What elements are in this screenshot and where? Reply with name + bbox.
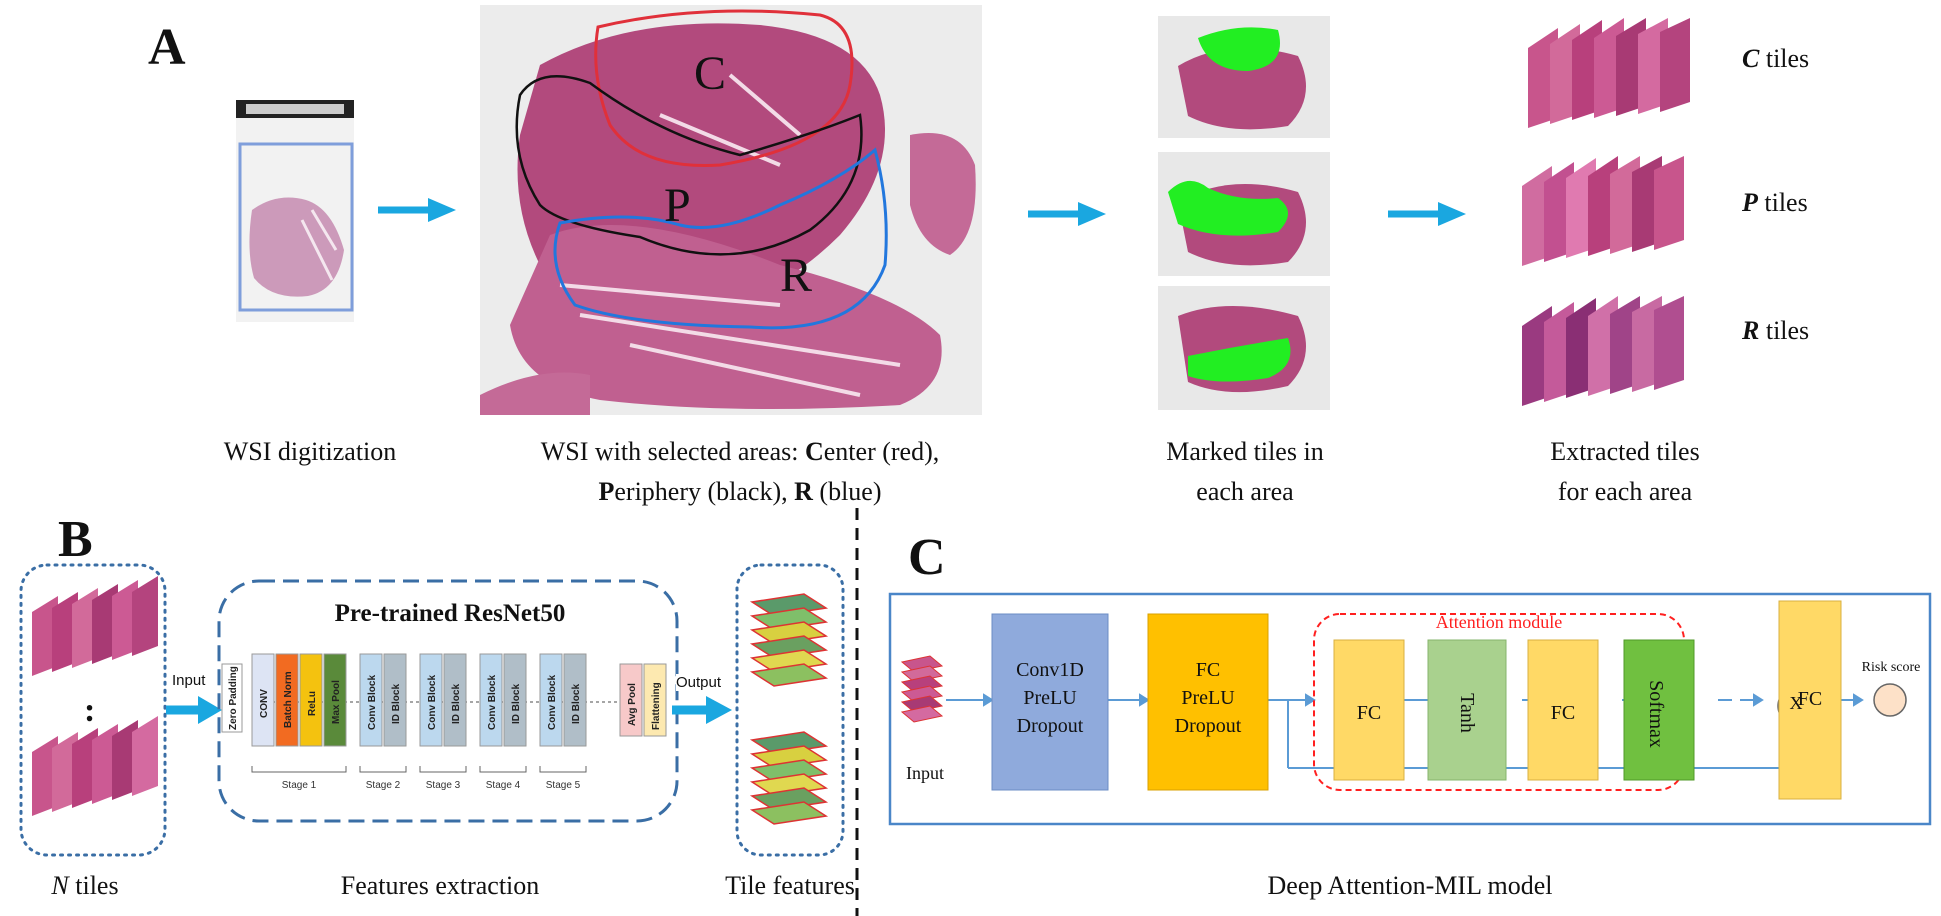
tile-stack-c bbox=[1528, 18, 1690, 128]
block-conv: CONV bbox=[259, 689, 270, 718]
attention-module-title: Attention module bbox=[1435, 612, 1563, 632]
tile-features-box bbox=[735, 563, 845, 857]
block-flattening: Flattening bbox=[651, 682, 662, 730]
stage-4-label: Stage 4 bbox=[486, 780, 521, 791]
risk-score-label: Risk score bbox=[1861, 660, 1921, 675]
att-softmax-label: Softmax bbox=[1645, 680, 1667, 748]
flow-arrow-2 bbox=[1028, 202, 1106, 226]
resnet-output-label: Output bbox=[676, 674, 722, 691]
caption-wsi-selected: WSI with selected areas: Center (red), P… bbox=[540, 437, 940, 506]
caption-deep-attention-mil: Deep Attention-MIL model bbox=[1267, 871, 1553, 900]
caption-n-tiles: N tiles bbox=[51, 871, 119, 900]
region-label-p: P bbox=[664, 179, 691, 232]
wsi-annotated-image bbox=[480, 5, 982, 415]
resnet-input-label: Input bbox=[172, 672, 206, 689]
region-label-c: C bbox=[694, 47, 727, 100]
tile-label-c: C tiles bbox=[1742, 44, 1810, 73]
block-avg-pool: Avg Pool bbox=[627, 683, 638, 726]
marked-tiles-periphery bbox=[1158, 152, 1330, 276]
caption-tile-features: Tile features bbox=[725, 871, 855, 900]
flow-arrow-3 bbox=[1388, 202, 1466, 226]
slide-image bbox=[236, 100, 354, 322]
block-conv-4: Conv Block bbox=[487, 675, 498, 730]
caption-wsi-digitization: WSI digitization bbox=[223, 437, 397, 466]
resnet-input-arrow bbox=[166, 696, 222, 724]
marked-tiles-r bbox=[1158, 286, 1330, 410]
caption-marked-tiles: Marked tiles in each area bbox=[1166, 437, 1324, 506]
stage-1-label: Stage 1 bbox=[282, 780, 317, 791]
n-tiles-ellipsis: : bbox=[84, 692, 96, 729]
resnet-box: Zero Padding CONV Batch Norm ReLu Max Po… bbox=[217, 579, 679, 823]
tile-stack-p bbox=[1522, 156, 1684, 266]
stage-5-label: Stage 5 bbox=[546, 780, 581, 791]
block-conv-2: Conv Block bbox=[367, 675, 378, 730]
tile-label-r: R tiles bbox=[1742, 316, 1810, 345]
panel-divider bbox=[855, 508, 859, 916]
c-input-label: Input bbox=[906, 763, 944, 783]
block-id-3: ID Block bbox=[451, 684, 462, 724]
block-id-4: ID Block bbox=[511, 684, 522, 724]
block-batch-norm: Batch Norm bbox=[283, 671, 294, 728]
block-conv-3: Conv Block bbox=[427, 675, 438, 730]
panel-a-letter: A bbox=[148, 19, 186, 76]
att-tanh-label: Tanh bbox=[1456, 693, 1478, 733]
panel-c-letter: C bbox=[908, 529, 946, 586]
stage-3-label: Stage 3 bbox=[426, 780, 461, 791]
caption-extracted-tiles: Extracted tiles for each area bbox=[1550, 437, 1700, 506]
resnet-title: Pre-trained ResNet50 bbox=[334, 600, 566, 627]
att-fc2-label: FC bbox=[1550, 702, 1576, 724]
tile-stack-r bbox=[1522, 296, 1684, 406]
panel-b-letter: B bbox=[58, 511, 93, 568]
n-tiles-box bbox=[19, 563, 167, 857]
multiply-symbol-label: X bbox=[1789, 693, 1803, 713]
att-fc1-label: FC bbox=[1356, 702, 1382, 724]
block-zero-padding: Zero Padding bbox=[228, 666, 239, 730]
block-id-2: ID Block bbox=[391, 684, 402, 724]
block-conv-5: Conv Block bbox=[547, 675, 558, 730]
block-relu: ReLu bbox=[307, 691, 318, 716]
final-fc-label: FC bbox=[1797, 688, 1823, 710]
resnet-output-arrow bbox=[672, 696, 732, 724]
block-max-pool: Max Pool bbox=[331, 680, 342, 724]
final-fc-block bbox=[1778, 600, 1842, 800]
block-id-5: ID Block bbox=[571, 684, 582, 724]
tile-label-p: P tiles bbox=[1742, 188, 1808, 217]
region-label-r: R bbox=[780, 249, 813, 302]
stage-2-label: Stage 2 bbox=[366, 780, 401, 791]
flow-arrow-1 bbox=[378, 198, 456, 222]
caption-features-extraction: Features extraction bbox=[340, 871, 540, 900]
marked-tiles-center bbox=[1158, 16, 1330, 138]
